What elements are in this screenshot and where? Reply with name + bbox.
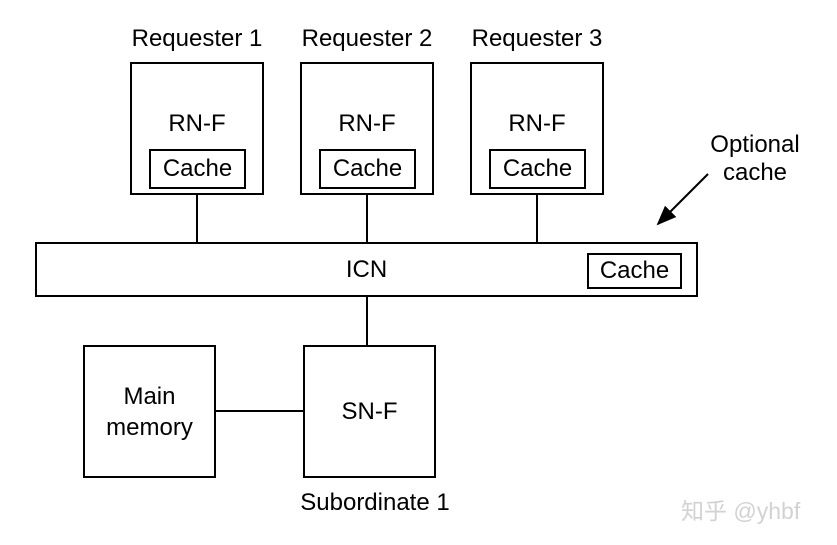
connector-icn-snf [366, 297, 368, 345]
rnf-label: RN-F [168, 110, 226, 137]
cache-label: Cache [502, 155, 573, 182]
requester-1-title: Requester 1 [131, 25, 263, 52]
main-memory-box: Main memory [83, 345, 216, 478]
icn-label: ICN [345, 255, 388, 283]
optional-cache-note-line2: cache [722, 159, 788, 186]
cache-label: Cache [332, 155, 403, 182]
requester-3-title: Requester 3 [471, 25, 603, 52]
snf-label: SN-F [341, 398, 398, 425]
rnf-cache-box: Cache [149, 149, 246, 189]
optional-cache-note-line1: Optional [710, 131, 800, 158]
requester-1-box: RN-F Cache [130, 62, 264, 195]
watermark: 知乎 @yhbf [681, 498, 801, 524]
requester-2-box: RN-F Cache [300, 62, 434, 195]
rnf-label: RN-F [508, 110, 566, 137]
rnf-label: RN-F [338, 110, 396, 137]
icn-bar: ICN Cache [35, 242, 698, 297]
snf-box: SN-F [303, 345, 436, 478]
connector-requester-1-icn [196, 195, 198, 242]
requester-3-box: RN-F Cache [470, 62, 604, 195]
rnf-cache-box: Cache [319, 149, 416, 189]
optional-cache-note: Optional cache [690, 131, 820, 187]
main-memory-label-line2: memory [106, 413, 193, 441]
subordinate-title: Subordinate 1 [300, 489, 450, 516]
connector-memory-snf [216, 410, 303, 412]
main-memory-label-line1: Main [123, 382, 176, 410]
icn-cache-box: Cache [587, 253, 682, 289]
connector-requester-3-icn [536, 195, 538, 242]
cache-label: Cache [599, 257, 670, 284]
requester-2-title: Requester 2 [301, 25, 433, 52]
connector-requester-2-icn [366, 195, 368, 242]
rnf-cache-box: Cache [489, 149, 586, 189]
cache-label: Cache [162, 155, 233, 182]
